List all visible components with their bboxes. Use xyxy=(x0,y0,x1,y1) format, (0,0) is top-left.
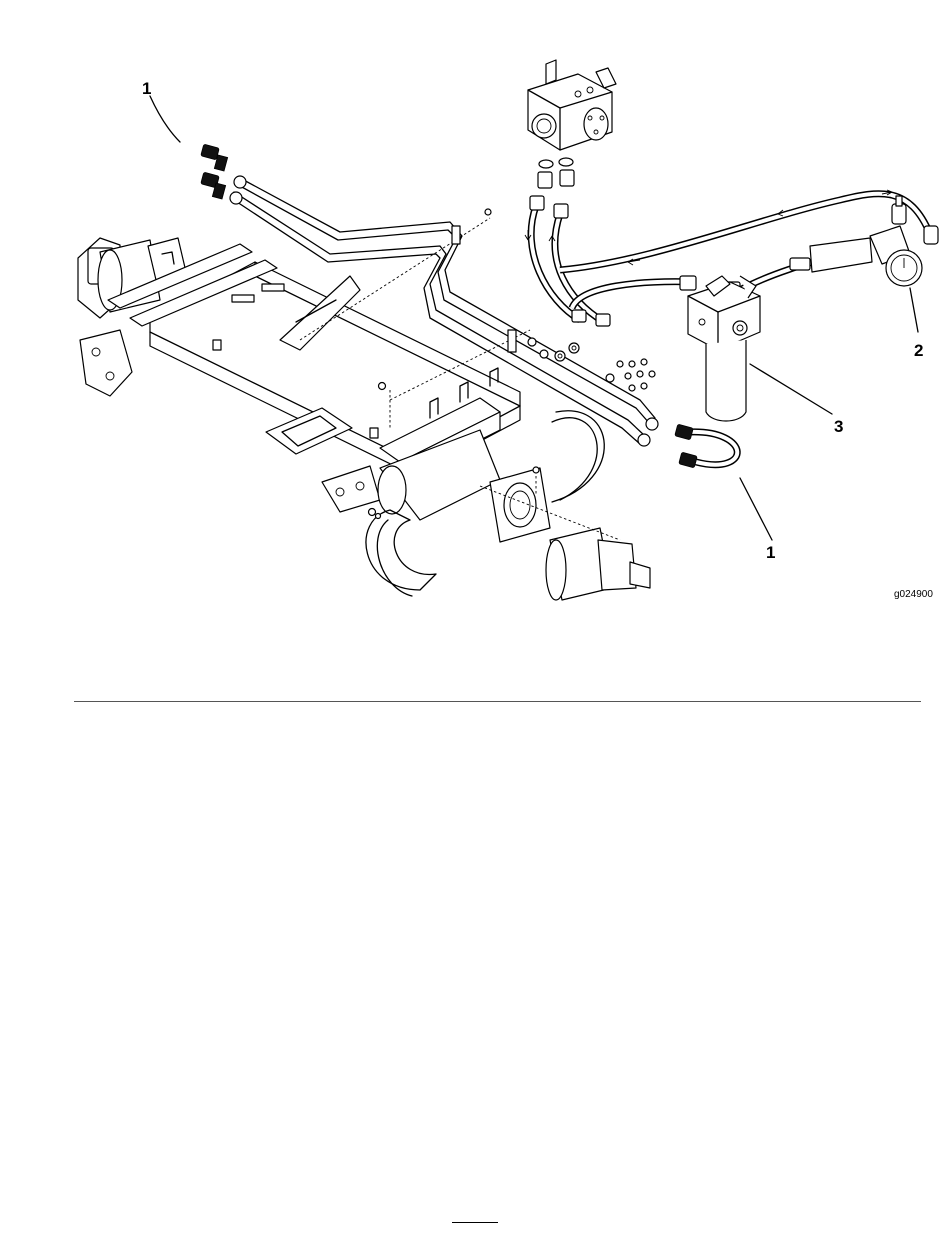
u-hose-left xyxy=(172,144,228,199)
callout-3: 3 xyxy=(834,417,843,436)
callout-1-bottom: 1 xyxy=(766,543,775,562)
figure-id: g024900 xyxy=(894,589,933,600)
callout-1-top: 1 xyxy=(142,79,151,98)
hydraulic-assembly-figure: 1 2 3 1 g024900 xyxy=(0,0,950,620)
callout-2: 2 xyxy=(914,341,923,360)
u-hose-right xyxy=(675,424,738,468)
section-divider xyxy=(74,701,921,702)
filter-assembly xyxy=(688,276,760,421)
page-number-rule xyxy=(452,1222,498,1223)
valve-block xyxy=(528,60,616,188)
